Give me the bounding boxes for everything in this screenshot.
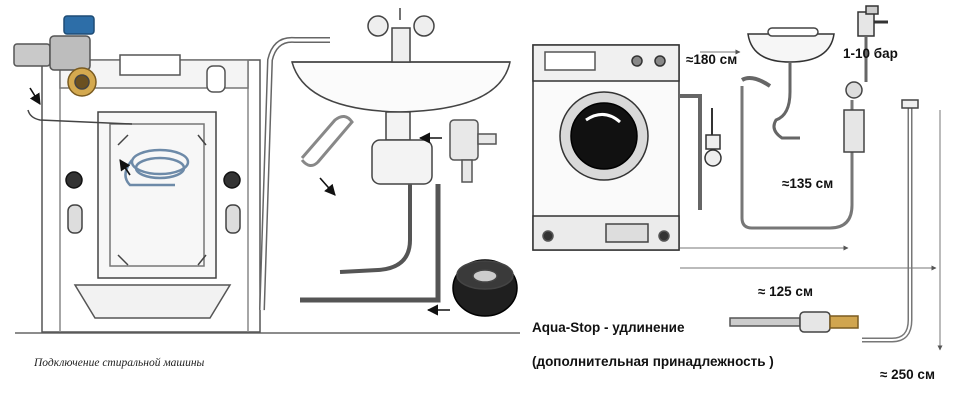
right-illustration: [532, 5, 943, 351]
label-aqua-stop: Aqua-Stop - удлинение: [532, 320, 685, 335]
washing-machine-icon: [532, 44, 680, 251]
sink-illustration: [291, 8, 511, 303]
siphon-fitting-icon: [449, 119, 497, 183]
rubber-gasket-icon: [452, 259, 518, 317]
small-sink-icon: [747, 33, 835, 63]
power-plug-icon: [704, 108, 722, 167]
washer-back-panel: [97, 111, 217, 279]
washer-knob-left: [65, 171, 83, 189]
label-distance-250: ≈ 250 см: [880, 367, 935, 382]
label-distance-125: ≈ 125 см: [758, 284, 813, 299]
figure-caption: Подключение стиральной машины: [33, 356, 205, 369]
wall-faucet-icon: [857, 5, 888, 37]
left-illustration: [13, 8, 520, 334]
water-valve-icon: [13, 15, 97, 97]
label-distance-135: ≈135 см: [782, 176, 833, 191]
label-distance-180: ≈180 см: [686, 52, 737, 67]
label-accessory: (дополнительная принадлежность ): [532, 354, 774, 369]
label-pressure: 1-10 бар: [843, 46, 898, 61]
aqua-stop-extension-icon: [729, 311, 859, 333]
washer-knob-right: [223, 171, 241, 189]
hose-clip-icon: [300, 115, 354, 167]
